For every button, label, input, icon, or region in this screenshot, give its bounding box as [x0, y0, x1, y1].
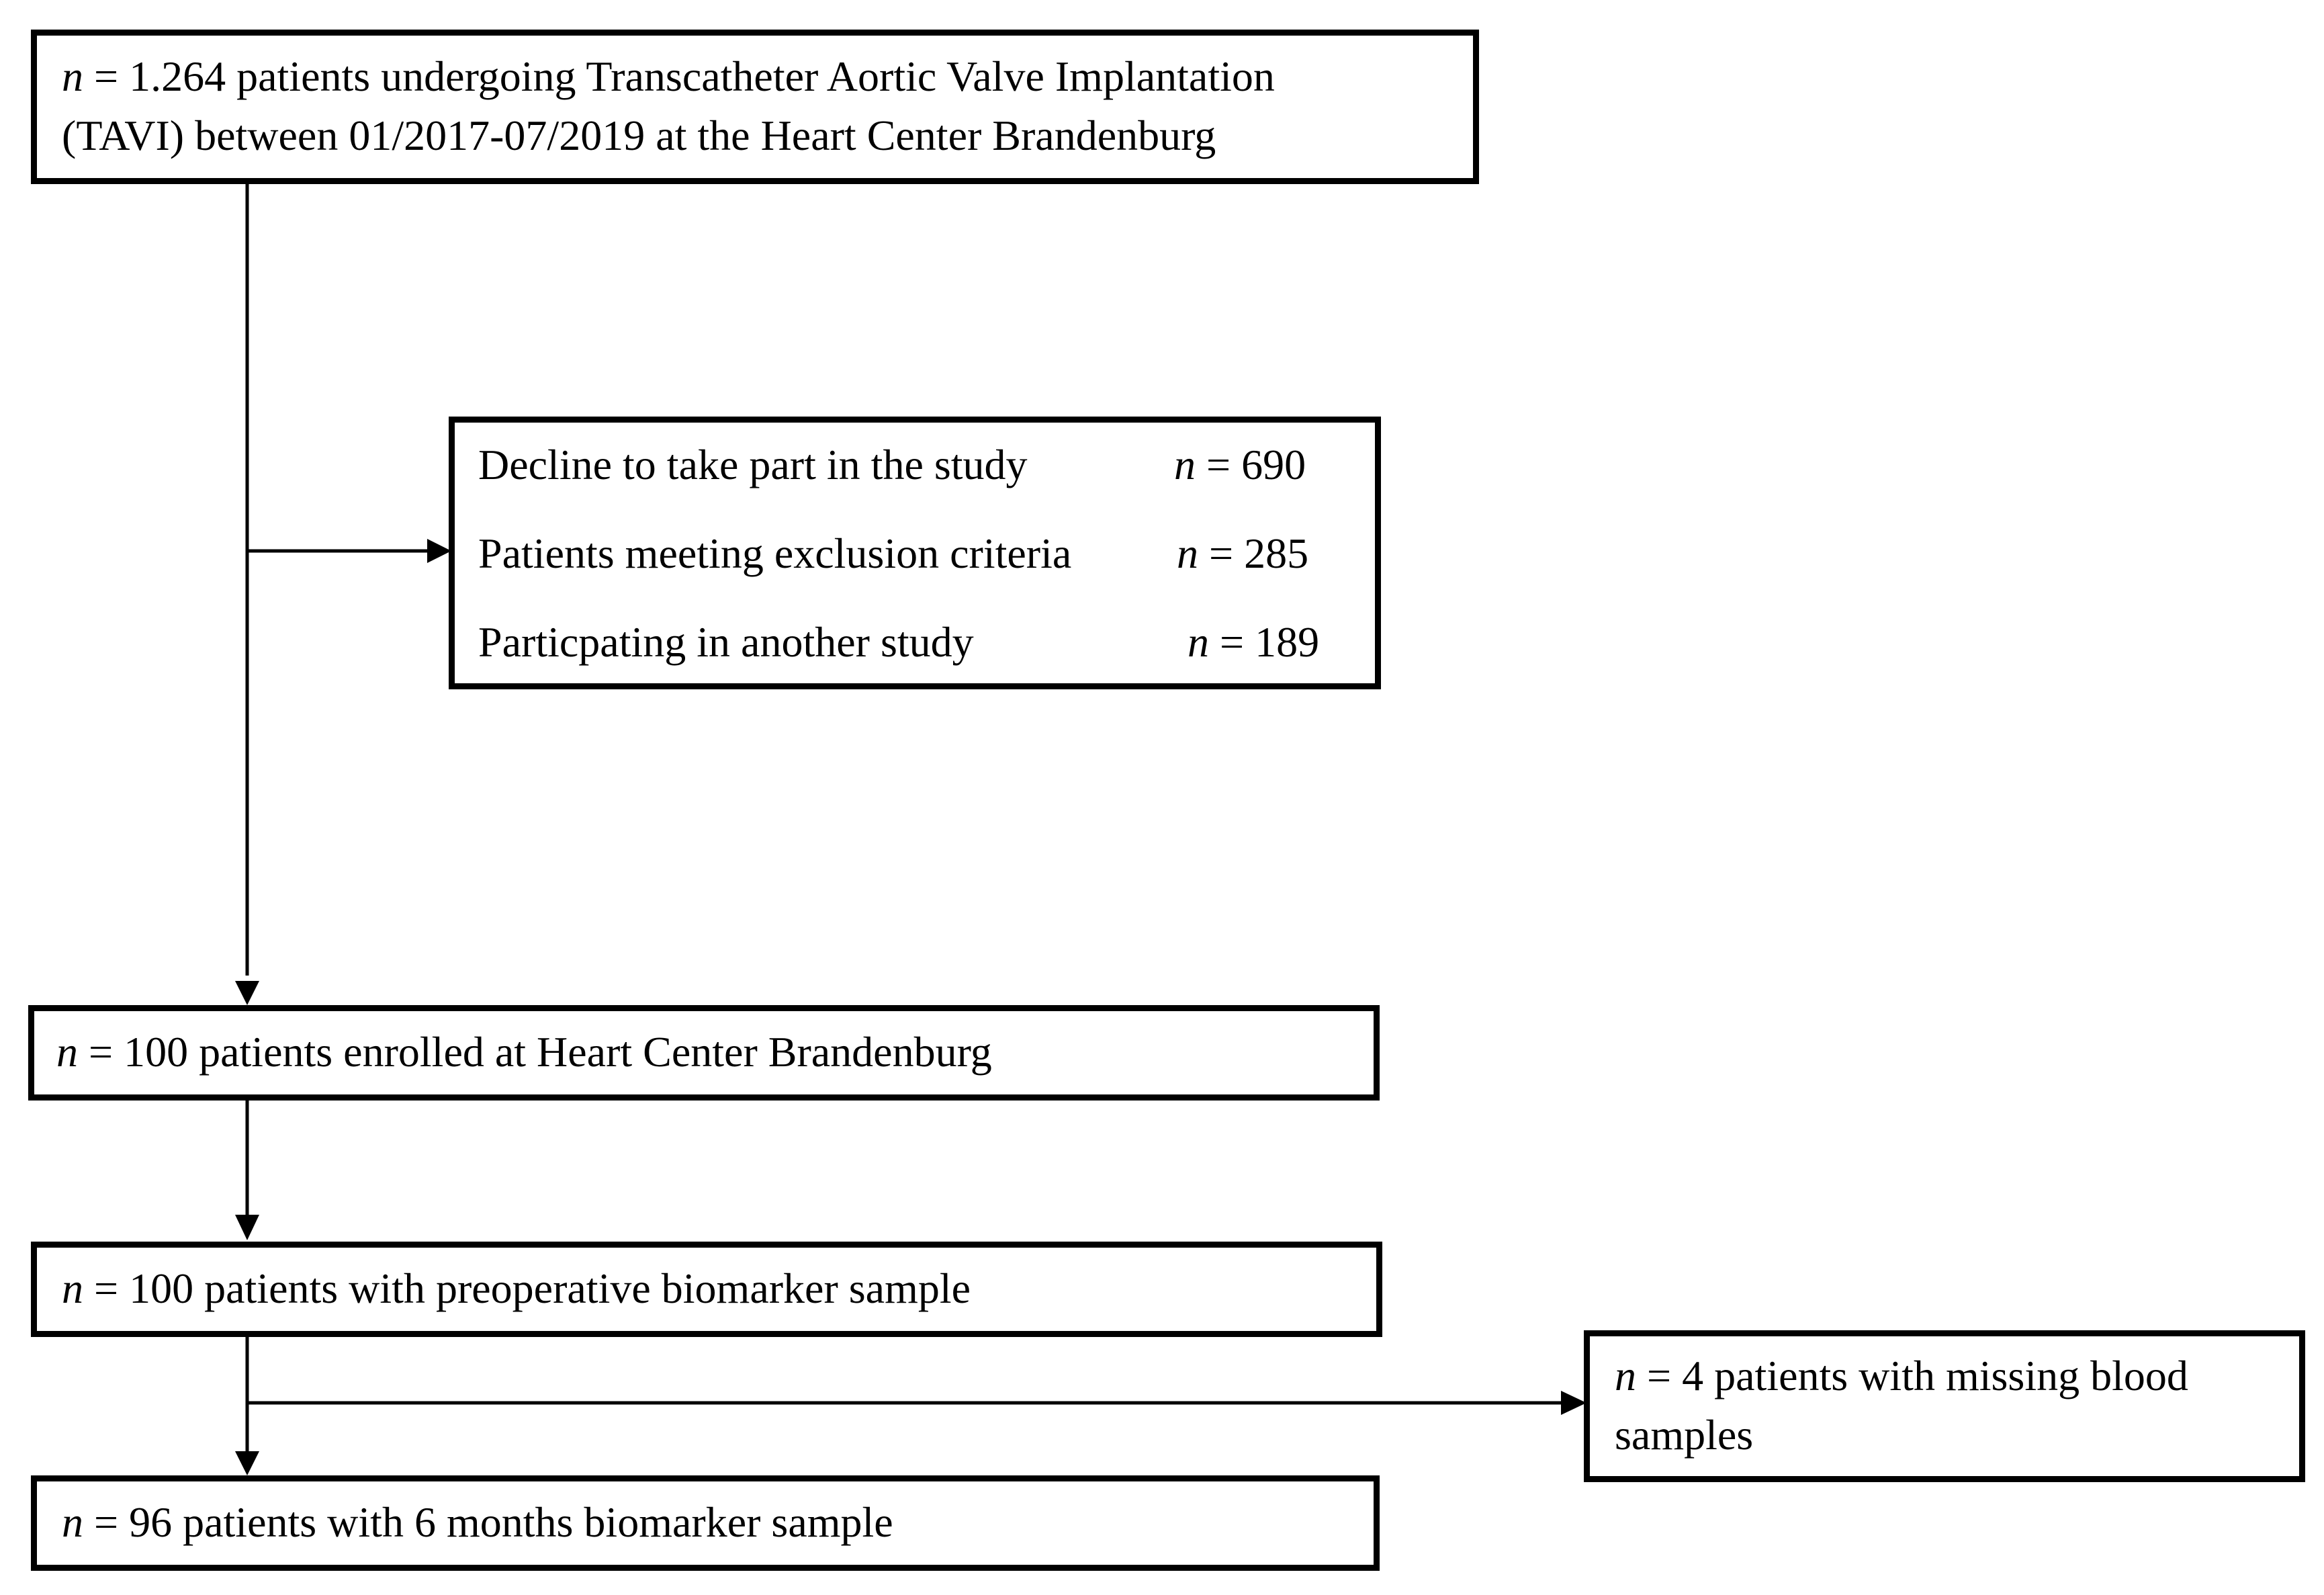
total-patients-box [31, 30, 1479, 184]
preop-sample-text: n = 100 patients with preoperative bioma… [62, 1259, 971, 1318]
exclusion-criteria-label: Patients meeting exclusion criteria [478, 529, 1072, 577]
arrowhead-enrolled [235, 981, 259, 1005]
missing-samples-line1: n = 4 patients with missing blood [1615, 1346, 2188, 1406]
n-symbol: n [1177, 529, 1198, 577]
missing-samples-box [1584, 1330, 2305, 1482]
preop-description: patients with preoperative biomarker sam… [193, 1264, 971, 1312]
missing-count: 4 [1682, 1352, 1704, 1399]
n-symbol: n [62, 1264, 83, 1312]
arrowhead-exclusions [427, 539, 451, 563]
exclusion-decline-count: n = 690 [1174, 435, 1306, 494]
other-study-count-value: 189 [1255, 618, 1320, 666]
exclusions-box [449, 417, 1381, 689]
n-symbol: n [1615, 1352, 1636, 1399]
equals-sign: = [1198, 529, 1245, 577]
equals-sign: = [83, 1264, 130, 1312]
total-patients-count: 1.264 [129, 52, 226, 100]
equals-sign: = [83, 52, 130, 100]
equals-sign: = [78, 1028, 124, 1076]
arrowhead-missing [1561, 1391, 1586, 1415]
equals-sign: = [83, 1498, 130, 1546]
enrolled-count: 100 [124, 1028, 189, 1076]
six-month-description: patients with 6 months biomarker sample [172, 1498, 893, 1546]
equals-sign: = [1636, 1352, 1683, 1399]
missing-samples-line2: samples [1615, 1411, 1754, 1459]
n-symbol: n [62, 1498, 83, 1546]
missing-description: patients with missing blood [1703, 1352, 2188, 1399]
exclusion-other-study-count: n = 189 [1188, 613, 1319, 672]
total-patients-text: patients undergoing Transcatheter Aortic… [226, 52, 1275, 100]
enrolled-description: patients enrolled at Heart Center Brande… [188, 1028, 992, 1076]
enrolled-box [28, 1005, 1380, 1101]
equals-sign: = [1209, 618, 1255, 666]
decline-count-value: 690 [1241, 441, 1306, 488]
equals-sign: = [1196, 441, 1242, 488]
preop-sample-box [31, 1242, 1382, 1337]
n-symbol: n [62, 52, 83, 100]
six-month-count: 96 [129, 1498, 173, 1546]
arrowhead-preop [235, 1215, 259, 1240]
enrolled-text: n = 100 patients enrolled at Heart Cente… [56, 1023, 992, 1082]
preop-count: 100 [129, 1264, 194, 1312]
criteria-count-value: 285 [1244, 529, 1309, 577]
total-patients-line1: n = 1.264 patients undergoing Transcathe… [62, 47, 1275, 106]
exclusion-criteria-count: n = 285 [1177, 524, 1308, 583]
n-symbol: n [1188, 618, 1209, 666]
arrowhead-six-months [235, 1451, 259, 1475]
n-symbol: n [1174, 441, 1196, 488]
n-symbol: n [56, 1028, 78, 1076]
six-month-sample-box [31, 1475, 1380, 1571]
exclusion-decline-label: Decline to take part in the study [478, 441, 1028, 488]
exclusion-other-study-label: Particpating in another study [478, 618, 974, 666]
total-patients-line2: (TAVI) between 01/2017-07/2019 at the He… [62, 112, 1216, 159]
six-month-sample-text: n = 96 patients with 6 months biomarker … [62, 1493, 893, 1552]
